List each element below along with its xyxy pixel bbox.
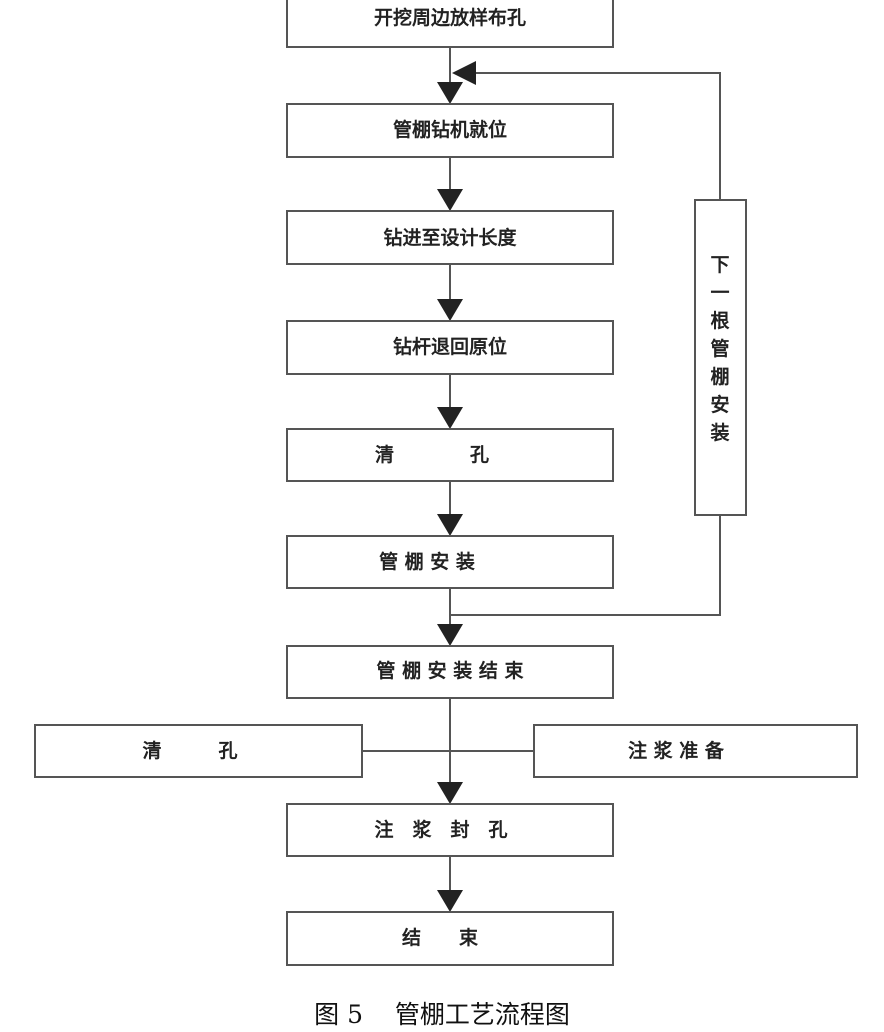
vertical-char: 管 <box>710 337 729 360</box>
node-label: 清 孔 <box>375 443 489 466</box>
node-grout-seal: 注 浆 封 孔 <box>286 803 614 857</box>
arrowheads <box>437 61 476 912</box>
node-end: 结 束 <box>286 911 614 966</box>
arrowhead-n6 <box>437 514 463 536</box>
vertical-char: 装 <box>709 421 729 444</box>
vertical-char: 下 <box>710 254 729 276</box>
node-rod-retract: 钻杆退回原位 <box>286 320 614 375</box>
node-label: 注 浆 封 孔 <box>374 818 507 841</box>
node-next-pipe: 下一根管棚安装 <box>694 199 747 516</box>
figure-number: 图 5 <box>314 1000 364 1029</box>
node-label-vertical: 下一根管棚安装 <box>709 254 729 444</box>
node-label: 注 浆 准 备 <box>628 739 725 762</box>
node-layout-survey: 开挖周边放样布孔 <box>286 0 614 48</box>
node-grout-prep: 注 浆 准 备 <box>533 724 858 778</box>
node-pipe-install: 管 棚 安 装 <box>286 535 614 589</box>
caption-gap <box>363 1000 395 1029</box>
edge-n6-n12 <box>450 515 721 616</box>
node-label: 结 束 <box>402 926 479 949</box>
node-side-hole-cleaning: 清 孔 <box>34 724 363 778</box>
node-install-complete: 管 棚 安 装 结 束 <box>286 645 614 699</box>
connectors <box>362 47 721 893</box>
vertical-char: 根 <box>710 309 729 332</box>
edge-n12-n2 <box>472 72 721 200</box>
process-flowchart: 开挖周边放样布孔 管棚钻机就位 钻进至设计长度 钻杆退回原位 清 孔 管 棚 安… <box>34 0 858 966</box>
arrowhead-n4 <box>437 299 463 321</box>
node-label: 钻进至设计长度 <box>383 226 517 249</box>
arrowhead-n11 <box>437 890 463 912</box>
figure-caption: 图 5 管棚工艺流程图 <box>0 995 884 1031</box>
node-label: 清 孔 <box>142 739 237 762</box>
vertical-char: 安 <box>710 393 729 416</box>
figure-title: 管棚工艺流程图 <box>394 1000 570 1029</box>
node-rig-positioning: 管棚钻机就位 <box>286 103 614 158</box>
node-label: 开挖周边放样布孔 <box>374 6 526 29</box>
vertical-char: 一 <box>710 282 729 304</box>
arrowhead-n2 <box>437 82 463 104</box>
node-label: 管棚钻机就位 <box>393 118 507 141</box>
arrowhead-n5 <box>437 407 463 429</box>
node-label: 管 棚 安 装 结 束 <box>376 659 524 682</box>
node-hole-cleaning: 清 孔 <box>286 428 614 482</box>
arrowhead-n7 <box>437 624 463 646</box>
node-drill-to-length: 钻进至设计长度 <box>286 210 614 265</box>
arrowhead-n3 <box>437 189 463 211</box>
node-label: 管 棚 安 装 <box>379 550 475 573</box>
node-label: 钻杆退回原位 <box>393 335 507 358</box>
vertical-char: 棚 <box>710 365 729 388</box>
arrowhead-loop <box>452 61 476 85</box>
arrowhead-n10 <box>437 782 463 804</box>
